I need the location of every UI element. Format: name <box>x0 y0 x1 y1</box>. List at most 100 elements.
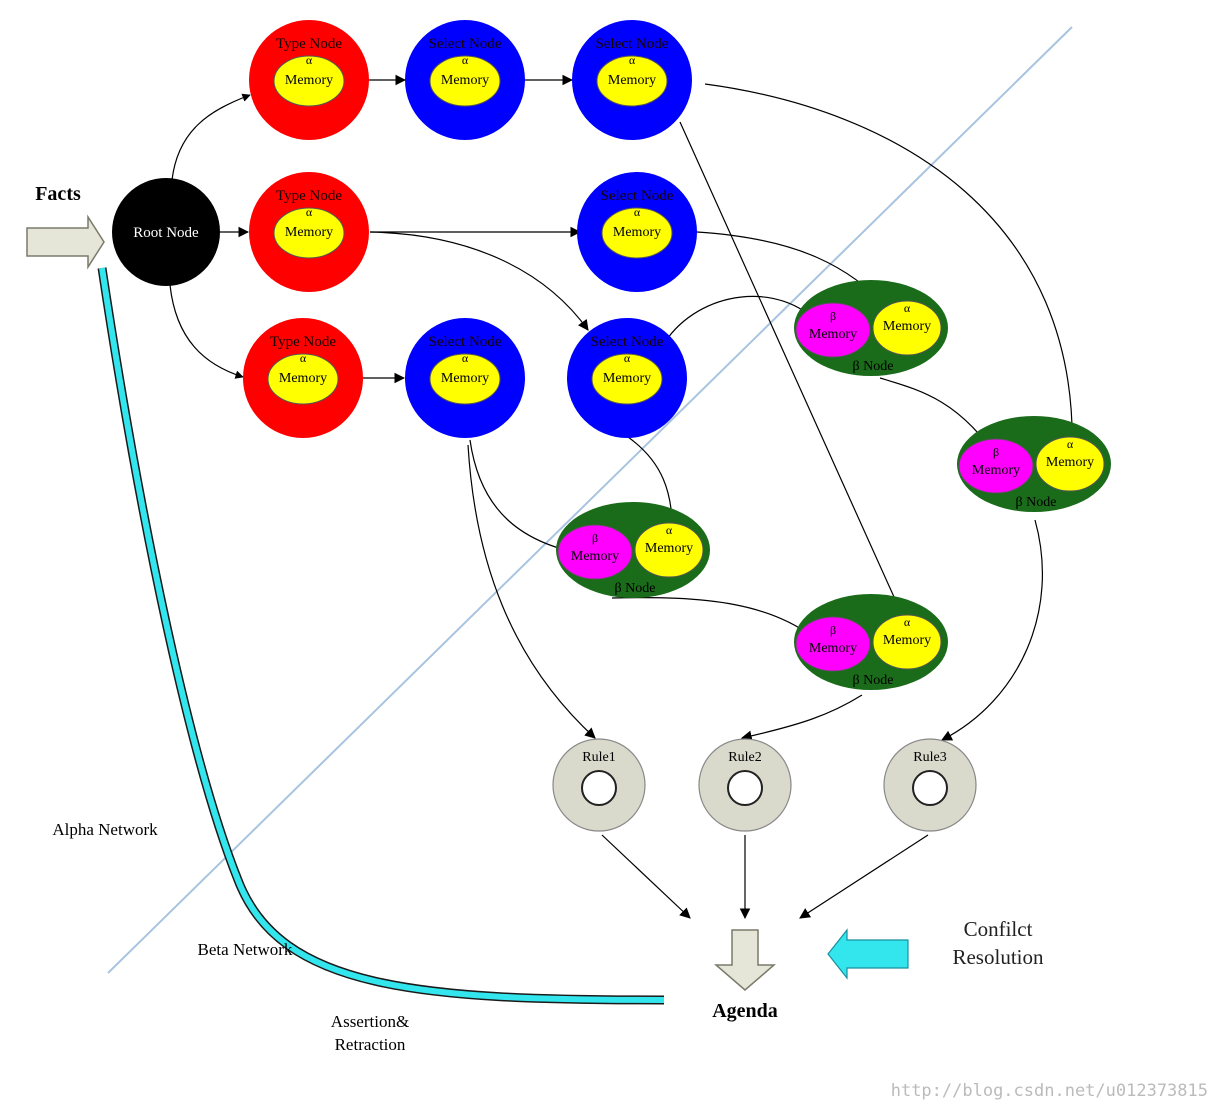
edge-beta4-to-rule3 <box>941 519 1043 741</box>
beta-right-memory-label: Memory <box>883 633 931 648</box>
rule-node-r3: Rule3 <box>883 738 977 832</box>
alpha-greek-label: α <box>624 351 631 365</box>
beta-alpha-memory <box>872 614 942 670</box>
alpha-node-label: Select Node <box>601 188 674 204</box>
beta-right-memory-label: Memory <box>1046 455 1094 470</box>
alpha-greek-label: α <box>629 53 636 67</box>
alpha-memory <box>591 353 663 405</box>
alpha-memory-label: Memory <box>441 371 489 386</box>
beta-right-greek-label: α <box>904 301 911 315</box>
beta-left-memory-label: Memory <box>809 641 857 656</box>
beta-node-label: β Node <box>615 581 656 596</box>
beta-memory <box>958 438 1034 494</box>
network-divider-line <box>107 26 1073 974</box>
rule-node-r2: Rule2 <box>698 738 792 832</box>
edge-type2-to-select5 <box>369 231 589 331</box>
edge-select2-to-beta3 <box>679 121 909 629</box>
alpha-greek-label: α <box>462 53 469 67</box>
alpha-memory <box>596 55 668 107</box>
rule-label: Rule1 <box>582 750 615 765</box>
alpha-node-label: Type Node <box>276 36 342 52</box>
edge-select2-to-beta4 <box>704 83 1078 457</box>
beta-right-memory-label: Memory <box>645 541 693 556</box>
agenda-arrow-icon <box>713 929 777 991</box>
alpha-node-label: Select Node <box>596 36 669 52</box>
beta-left-greek-label: β <box>993 445 999 459</box>
root-node-label: Root Node <box>133 225 199 241</box>
alpha-memory-label: Memory <box>441 73 489 88</box>
beta-right-greek-label: α <box>666 523 673 537</box>
alpha-memory-label: Memory <box>613 225 661 240</box>
beta-right-memory-label: Memory <box>883 319 931 334</box>
beta-left-memory-label: Memory <box>809 327 857 342</box>
beta-memory <box>795 616 871 672</box>
edge-root-to-type3 <box>169 284 244 379</box>
alpha-node-label: Select Node <box>429 36 502 52</box>
facts-label: Facts <box>35 183 81 205</box>
beta-right-greek-label: α <box>904 615 911 629</box>
alpha-memory-label: Memory <box>285 73 333 88</box>
beta-node-label: β Node <box>853 673 894 688</box>
alpha-memory <box>601 207 673 259</box>
alpha-memory <box>429 353 501 405</box>
beta-alpha-memory <box>872 300 942 356</box>
rule-node-r1: Rule1 <box>552 738 646 832</box>
alpha-greek-label: α <box>462 351 469 365</box>
alpha-memory-label: Memory <box>608 73 656 88</box>
alpha-node-label: Select Node <box>429 334 502 350</box>
edge-beta3-to-rule2 <box>740 694 863 742</box>
beta-network-label: Beta Network <box>198 940 293 959</box>
beta-left-greek-label: β <box>830 309 836 323</box>
alpha-node-label: Type Node <box>276 188 342 204</box>
beta-alpha-memory <box>634 522 704 578</box>
alpha-greek-label: α <box>306 205 313 219</box>
edge-rule1-to-agenda <box>601 834 691 919</box>
alpha-memory <box>429 55 501 107</box>
agenda: Agenda <box>712 929 778 1022</box>
rule-label: Rule3 <box>913 750 946 765</box>
assertion-retraction-feedback-arrow-fill <box>99 267 665 1003</box>
conflict-label-line1: Confilct <box>964 917 1033 941</box>
root-node: Root Node <box>112 178 220 286</box>
conflict-resolution: Confilct Resolution <box>827 917 1044 980</box>
alpha-node-label: Type Node <box>270 334 336 350</box>
beta-node-label: β Node <box>1016 495 1057 510</box>
assertion-label-line1: Assertion& <box>331 1012 409 1031</box>
alpha-node-label: Select Node <box>591 334 664 350</box>
facts-input: Facts <box>26 183 105 270</box>
alpha-memory-label: Memory <box>285 225 333 240</box>
alpha-memory <box>273 207 345 259</box>
alpha-memory-label: Memory <box>603 371 651 386</box>
alpha-network-label: Alpha Network <box>52 820 158 839</box>
conflict-label-line2: Resolution <box>952 945 1044 969</box>
beta-left-greek-label: β <box>830 623 836 637</box>
alpha-greek-label: α <box>634 205 641 219</box>
alpha-greek-label: α <box>306 53 313 67</box>
beta-left-greek-label: β <box>592 531 598 545</box>
alpha-memory <box>267 353 339 405</box>
edge-root-to-type1 <box>171 93 251 181</box>
rule-hole <box>581 770 617 806</box>
edge-select4-to-rule1 <box>467 444 596 739</box>
beta-alpha-memory <box>1035 436 1105 492</box>
beta-memory <box>557 524 633 580</box>
rule-hole <box>912 770 948 806</box>
rule-nodes: Rule1 Rule2 Rule3 <box>552 738 977 832</box>
beta-left-memory-label: Memory <box>972 463 1020 478</box>
rule-hole <box>727 770 763 806</box>
beta-node-label: β Node <box>853 359 894 374</box>
